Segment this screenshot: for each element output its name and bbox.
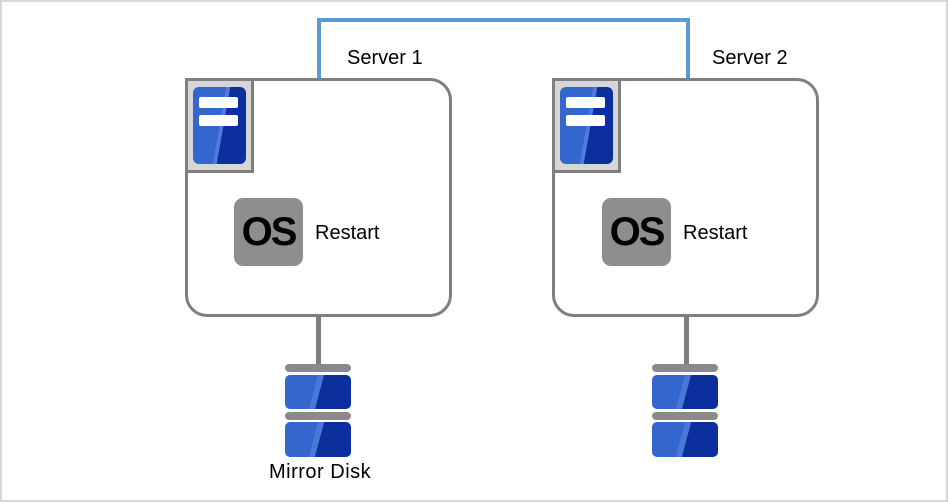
disk-platter [652, 422, 718, 457]
disk-stack-icon [285, 364, 351, 457]
server-tower-icon [560, 87, 613, 164]
interconnect-drop-server1-icon [317, 18, 321, 80]
disk-cap [652, 364, 718, 372]
disk-platter [652, 375, 718, 409]
disk-cap [285, 412, 351, 420]
server2-disk-connector [684, 316, 689, 366]
server-slot-icon [566, 115, 605, 126]
os-badge-icon: OS [602, 198, 671, 266]
os-badge-text: OS [609, 210, 666, 254]
disk-stack-icon [652, 364, 718, 457]
os-badge-text: OS [241, 210, 298, 254]
server-slot-icon [566, 97, 605, 108]
interconnect-drop-server2-icon [686, 18, 690, 80]
server1-label: Server 1 [347, 47, 423, 69]
server-tower-icon [193, 87, 246, 164]
disk-cap [285, 364, 351, 372]
mirror-disk-label: Mirror Disk [269, 461, 372, 483]
server2-restart-label: Restart [683, 222, 748, 244]
server1-restart-label: Restart [315, 222, 380, 244]
os-badge-icon: OS [234, 198, 303, 266]
server1-icon-frame [185, 78, 254, 173]
disk-platter [285, 375, 351, 409]
server2-label: Server 2 [712, 47, 788, 69]
server2-icon-frame [552, 78, 621, 173]
server-slot-icon [199, 115, 238, 126]
interconnect-line-icon [317, 18, 690, 22]
server-slot-icon [199, 97, 238, 108]
disk-platter [285, 422, 351, 457]
server1-disk-connector [316, 316, 321, 366]
disk-cap [652, 412, 718, 420]
